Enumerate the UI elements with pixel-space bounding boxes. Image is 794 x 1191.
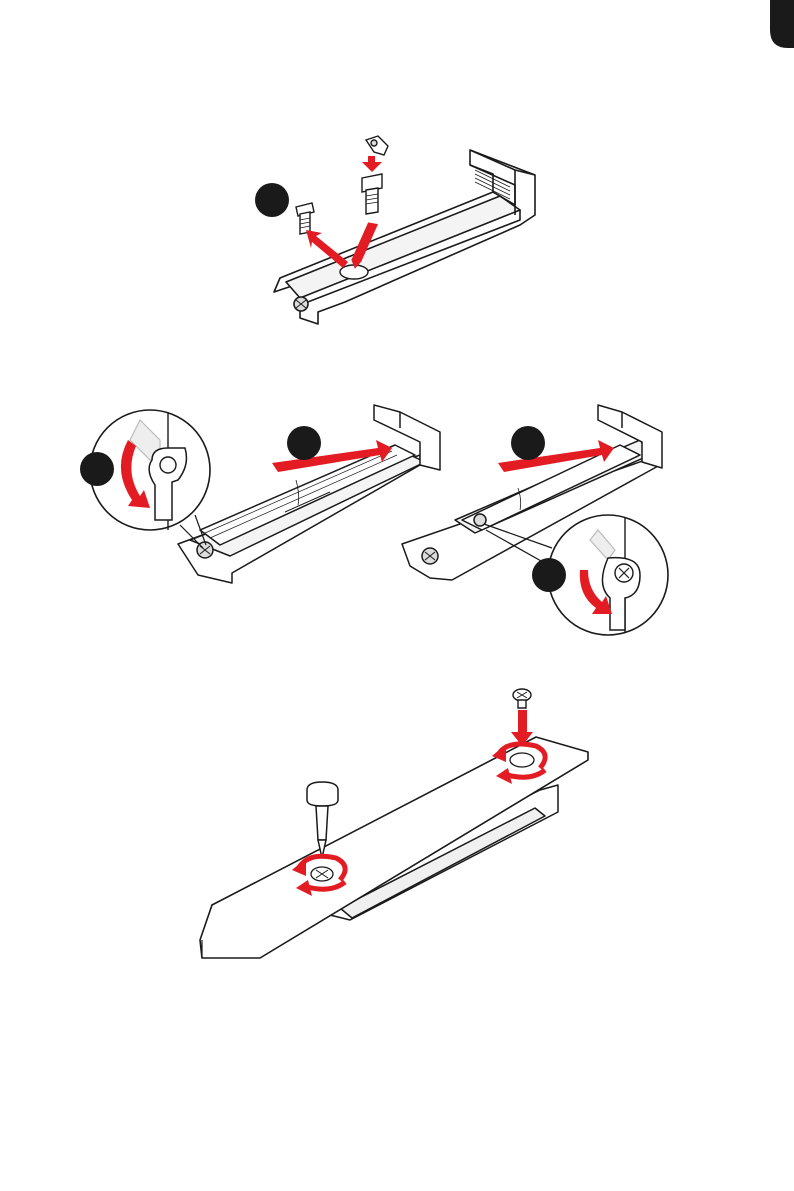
screw-icon (513, 689, 531, 708)
screw-hole (510, 753, 534, 767)
heatsink-plate (200, 737, 588, 958)
step-badge (511, 426, 545, 460)
screw-icon (311, 867, 333, 881)
screw-icon (366, 136, 388, 155)
figure-standoff-install (0, 120, 794, 340)
step-badge (80, 452, 114, 486)
standoff-icon (362, 174, 382, 214)
step-badge (287, 426, 321, 460)
step-badge (532, 558, 566, 592)
page-edge-bar (0, 0, 794, 48)
figure-heatsink-fasten (0, 685, 794, 970)
standoff-icon (296, 203, 314, 234)
step-badge (255, 183, 289, 217)
standoff-hole (340, 265, 368, 279)
figure-ssd-insert-latch (0, 395, 794, 650)
